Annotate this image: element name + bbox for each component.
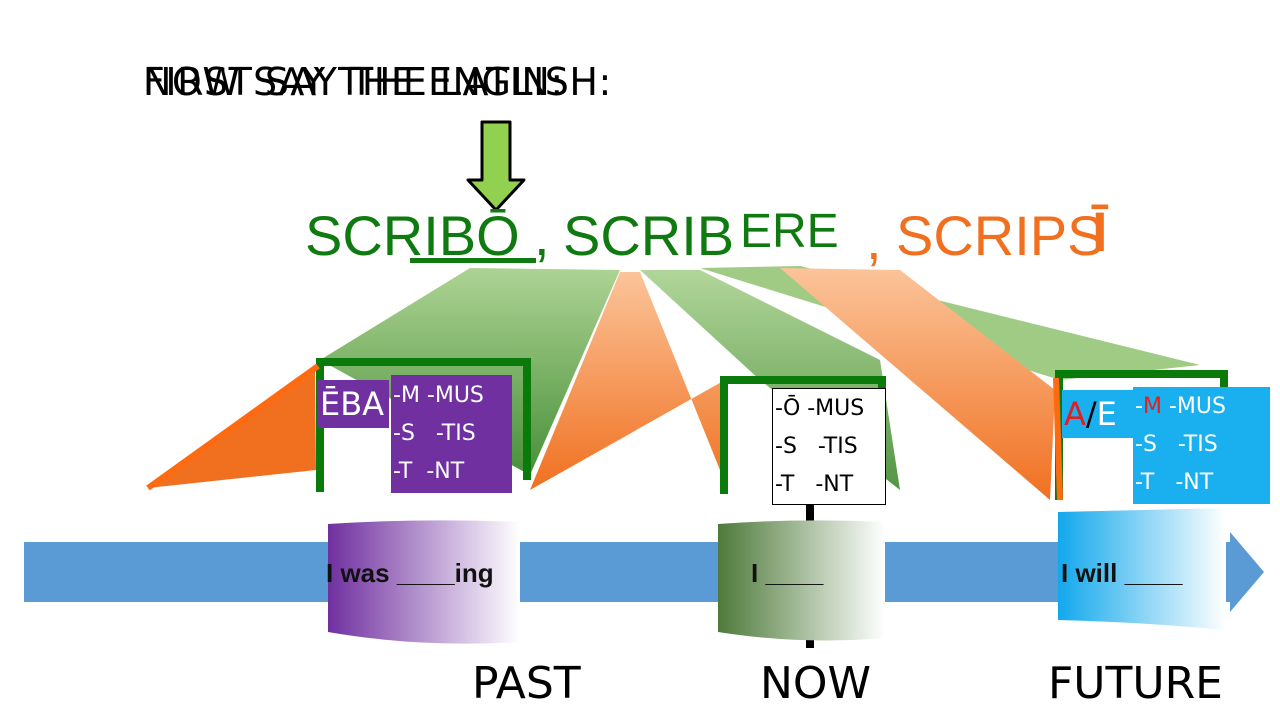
past-ending-row-3: -T -NT [393, 459, 465, 484]
timeline-label-future: I will ____ [1061, 558, 1183, 588]
title-latin: FIRST SAY THE LATIN: [143, 60, 564, 104]
principal-part-3: SCRIPS [896, 204, 1105, 267]
future-ending-row-2: -S -TIS [1135, 432, 1218, 457]
comma-2: , [866, 208, 882, 271]
now-card [718, 520, 885, 641]
present-ending-row-2: -S -TIS [775, 434, 858, 459]
future-ending-prefix: - [1135, 394, 1143, 419]
timeline-label-now: I ____ [751, 558, 824, 588]
future-card [1058, 508, 1226, 630]
principal-part-2-ending: ERE [740, 205, 839, 258]
down-arrow-icon [466, 120, 526, 212]
future-ending-row-1: -M -MUS [1133, 388, 1270, 426]
present-endings-box: -Ō -MUS -S -TIS -T -NT [772, 388, 886, 505]
comma-1: , [534, 204, 550, 267]
past-ending-row-1: -M -MUS [393, 383, 484, 408]
tense-future: FUTURE [1048, 658, 1223, 709]
future-ending-row-3: -T -NT [1135, 470, 1214, 495]
tense-past: PAST [472, 658, 581, 709]
future-ending-m: M [1142, 394, 1162, 419]
principal-part-3-ending: Ī [1092, 200, 1108, 263]
present-ending-row-1: -Ō -MUS [775, 396, 865, 421]
future-marker-sep: / [1085, 395, 1097, 433]
past-card [328, 520, 520, 644]
present-ending-row-3: -T -NT [775, 472, 854, 497]
past-endings-box: -M -MUS -S -TIS -T -NT [391, 375, 512, 493]
stem-underline [410, 258, 536, 263]
future-ending-rest: -MUS [1161, 394, 1226, 419]
future-marker-box: A/E [1062, 390, 1134, 438]
principal-part-2: SCRIB [563, 204, 735, 267]
tense-now: NOW [760, 658, 872, 709]
future-marker-e: E [1096, 395, 1117, 433]
past-marker: ĒBA [320, 385, 385, 423]
past-ending-row-2: -S -TIS [393, 421, 476, 446]
future-marker-a: A [1064, 395, 1086, 433]
past-marker-box: ĒBA [317, 380, 389, 428]
future-endings-box: -M -MUS -S -TIS -T -NT [1133, 387, 1270, 504]
timeline-label-past: I was ____ing [326, 558, 494, 588]
principal-part-1: SCRIBŌ [305, 204, 520, 267]
title-english: NOW SAY THE ENGLISH: [143, 60, 612, 104]
